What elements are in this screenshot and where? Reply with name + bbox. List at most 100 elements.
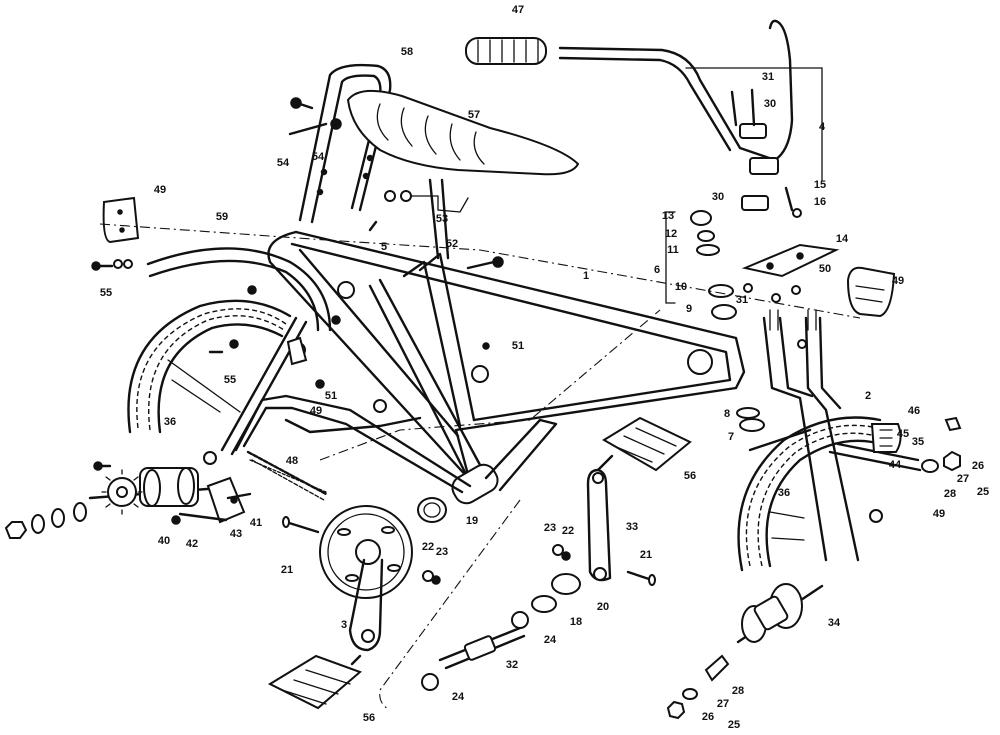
callout-51: 51: [512, 340, 524, 352]
callout-47: 47: [512, 4, 524, 16]
callout-56: 56: [684, 470, 696, 482]
callout-21: 21: [640, 549, 652, 561]
seat-post: [384, 178, 469, 260]
callout-48: 48: [286, 455, 298, 467]
callout-5: 5: [381, 241, 387, 253]
callout-20: 20: [597, 601, 609, 613]
front-brake-shoe: [870, 423, 902, 453]
callout-6: 6: [654, 264, 660, 276]
callout-46: 46: [908, 405, 920, 417]
callout-32: 32: [506, 659, 518, 671]
callout-41: 41: [250, 517, 262, 529]
right-crank: [586, 468, 612, 582]
callout-43: 43: [230, 528, 242, 540]
callout-34: 34: [828, 617, 841, 629]
callout-42: 42: [186, 538, 198, 550]
callout-40: 40: [158, 535, 170, 547]
callout-12: 12: [665, 228, 677, 240]
callout-23: 23: [544, 522, 556, 534]
bottom-bracket-axle: [421, 573, 581, 691]
callout-3: 3: [341, 619, 347, 631]
callout-55: 55: [224, 374, 236, 386]
callout-8: 8: [724, 408, 730, 420]
callout-7: 7: [728, 431, 734, 443]
callout-52: 52: [446, 238, 458, 250]
reflector-bracket: [286, 336, 308, 366]
front-wheel: [737, 416, 882, 572]
callout-22: 22: [422, 541, 434, 553]
callout-22: 22: [562, 525, 574, 537]
handlebar: [558, 19, 823, 181]
front-fork: [748, 309, 860, 562]
callout-31: 31: [762, 71, 774, 83]
frame-bolt: [466, 256, 504, 270]
callout-49: 49: [933, 508, 945, 520]
callout-33: 33: [626, 521, 638, 533]
axle-nuts: [4, 451, 217, 539]
callout-54: 54: [312, 151, 325, 163]
callout-28: 28: [732, 685, 744, 697]
callout-25: 25: [977, 486, 989, 498]
crank-cotter-pins: [282, 516, 656, 586]
callout-31: 31: [736, 294, 748, 306]
left-crank: [348, 558, 384, 652]
callout-10: 10: [675, 281, 687, 293]
callout-49: 49: [310, 405, 322, 417]
callout-36: 36: [778, 487, 790, 499]
callout-2: 2: [865, 390, 871, 402]
brake-cable-dash: [99, 223, 861, 711]
front-hub: [736, 583, 824, 644]
chain: [246, 450, 328, 501]
callout-19: 19: [466, 515, 478, 527]
callout-23: 23: [436, 546, 448, 558]
callout-35: 35: [912, 436, 924, 448]
saddle: [346, 89, 580, 176]
callout-27: 27: [717, 698, 729, 710]
callout-16: 16: [814, 196, 826, 208]
callout-28: 28: [944, 488, 956, 500]
callout-36: 36: [164, 416, 176, 428]
callout-11: 11: [667, 244, 679, 256]
brake-spring: [249, 459, 327, 493]
callout-44: 44: [889, 459, 902, 471]
callout-56: 56: [363, 712, 375, 724]
rear-reflector: [102, 196, 140, 244]
callout-26: 26: [972, 460, 984, 472]
callout-30: 30: [712, 191, 724, 203]
callout-59: 59: [216, 211, 228, 223]
callout-14: 14: [836, 233, 849, 245]
crank-nuts: [422, 544, 571, 585]
callout-57: 57: [468, 109, 480, 121]
callout-1: 1: [583, 270, 589, 282]
callout-27: 27: [957, 473, 969, 485]
callout-24: 24: [544, 634, 557, 646]
bottom-bracket-cup: [417, 497, 447, 523]
rear-mudguard: [146, 247, 332, 332]
front-reflector: [846, 266, 896, 318]
callout-50: 50: [819, 263, 831, 275]
seat-bolts: [288, 97, 378, 232]
callout-24: 24: [452, 691, 465, 703]
front-mudguard-bracket: [828, 442, 922, 523]
callout-51: 51: [325, 390, 337, 402]
rear-hub: [88, 467, 222, 515]
misc-screws: [91, 259, 490, 389]
callout-55: 55: [100, 287, 112, 299]
callout-58: 58: [401, 46, 413, 58]
callout-9: 9: [686, 303, 692, 315]
callout-18: 18: [570, 616, 582, 628]
handlebar-grip: [465, 37, 547, 65]
main-frame: [267, 230, 746, 505]
pedal-upper: [596, 416, 692, 472]
callout-13: 13: [662, 210, 674, 222]
callout-54: 54: [277, 157, 290, 169]
callout-49: 49: [154, 184, 166, 196]
front-axle-parts: [666, 416, 962, 720]
callout-53: 53: [436, 213, 448, 225]
callout-4: 4: [819, 121, 826, 133]
pedal-lower: [267, 654, 362, 710]
callout-15: 15: [814, 179, 826, 191]
headset-parts: [665, 210, 765, 432]
